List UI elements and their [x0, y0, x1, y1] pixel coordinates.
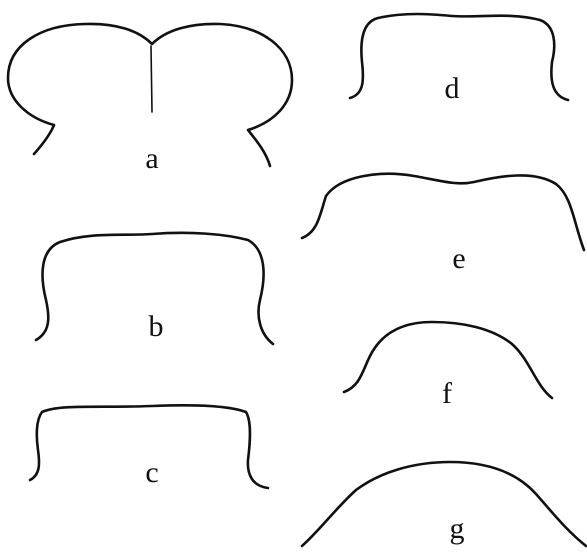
outline-b: [34, 231, 275, 346]
outline-f: [342, 320, 554, 400]
outline-a-midline: [150, 45, 153, 113]
label-g: g: [449, 512, 465, 545]
outline-e: [300, 172, 586, 252]
outline-a: [6, 22, 294, 168]
outline-a-shape: [6, 22, 294, 168]
outline-c: [28, 403, 270, 490]
label-d: d: [444, 72, 460, 105]
outline-d: [348, 12, 570, 102]
label-c: c: [145, 456, 159, 489]
label-e: e: [452, 242, 466, 275]
label-f: f: [442, 377, 452, 410]
label-b: b: [148, 310, 164, 343]
outline-g: [300, 460, 587, 548]
label-a: a: [145, 142, 159, 175]
